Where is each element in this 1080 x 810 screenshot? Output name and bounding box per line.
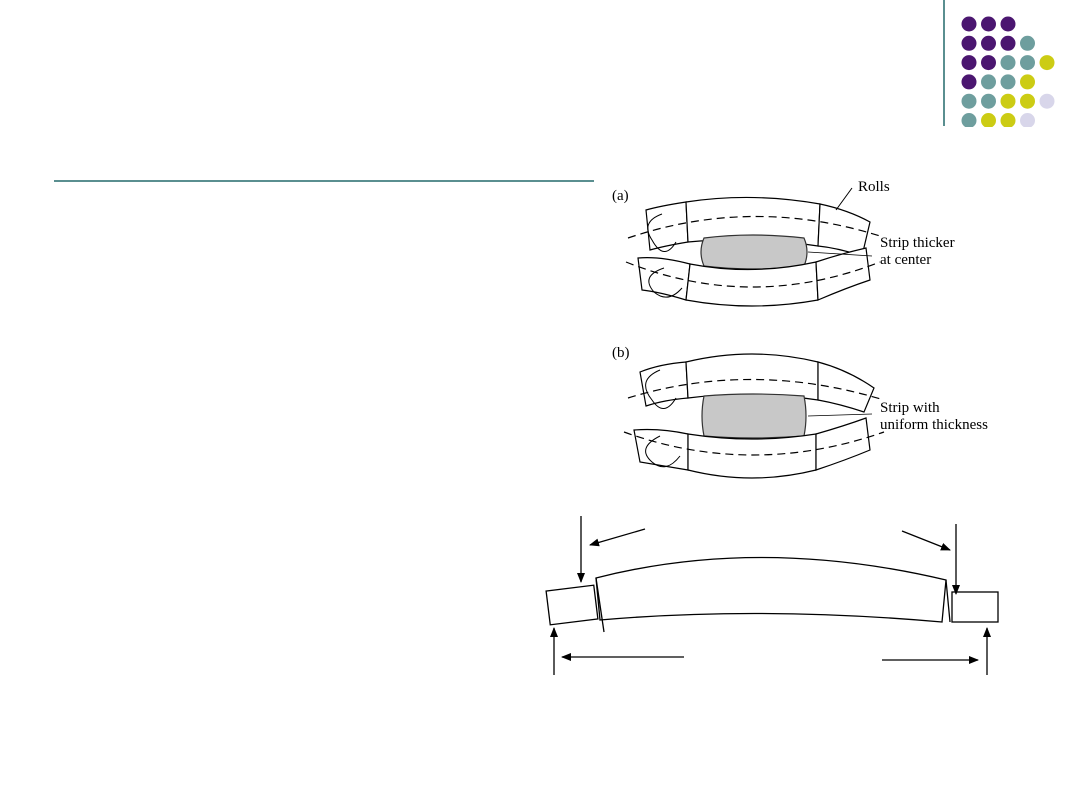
right-bearing-block	[951, 591, 999, 623]
right-end-mark	[945, 579, 951, 623]
rotation-arrow-icon	[645, 369, 677, 409]
strip-label-b-line2: uniform thickness	[880, 417, 988, 433]
upper-roll-centerline	[627, 378, 885, 401]
lower-roll-centerline	[623, 431, 885, 456]
strip-leader-line	[807, 251, 873, 257]
strip-leader-line	[807, 413, 873, 417]
left-diagonal-arrow-icon	[589, 528, 646, 547]
left-end-mark	[595, 577, 605, 633]
upper-roll-centerline	[627, 215, 881, 239]
strip-label-a-line2: at center	[880, 252, 932, 268]
panel-b	[623, 353, 885, 479]
right-diagonal-arrow-icon	[901, 530, 951, 551]
strip-label-a-line1: Strip thicker	[880, 235, 955, 251]
rotation-arrow-icon	[648, 267, 683, 298]
lower-roll-centerline	[625, 261, 881, 288]
rolls-label: Rolls	[858, 179, 890, 195]
strip-label-b-line1: Strip with	[880, 400, 940, 416]
panel-b-tag: (b)	[612, 345, 630, 361]
bent-roll-body	[595, 556, 947, 623]
upper-roll-right-end	[817, 361, 875, 413]
panel-a-tag: (a)	[612, 188, 629, 204]
rotation-arrow-icon	[645, 435, 681, 468]
rolls-leader-line	[835, 187, 853, 211]
left-bearing-block	[545, 584, 599, 626]
panel-a	[625, 187, 881, 307]
rotation-arrow-icon	[647, 213, 677, 252]
